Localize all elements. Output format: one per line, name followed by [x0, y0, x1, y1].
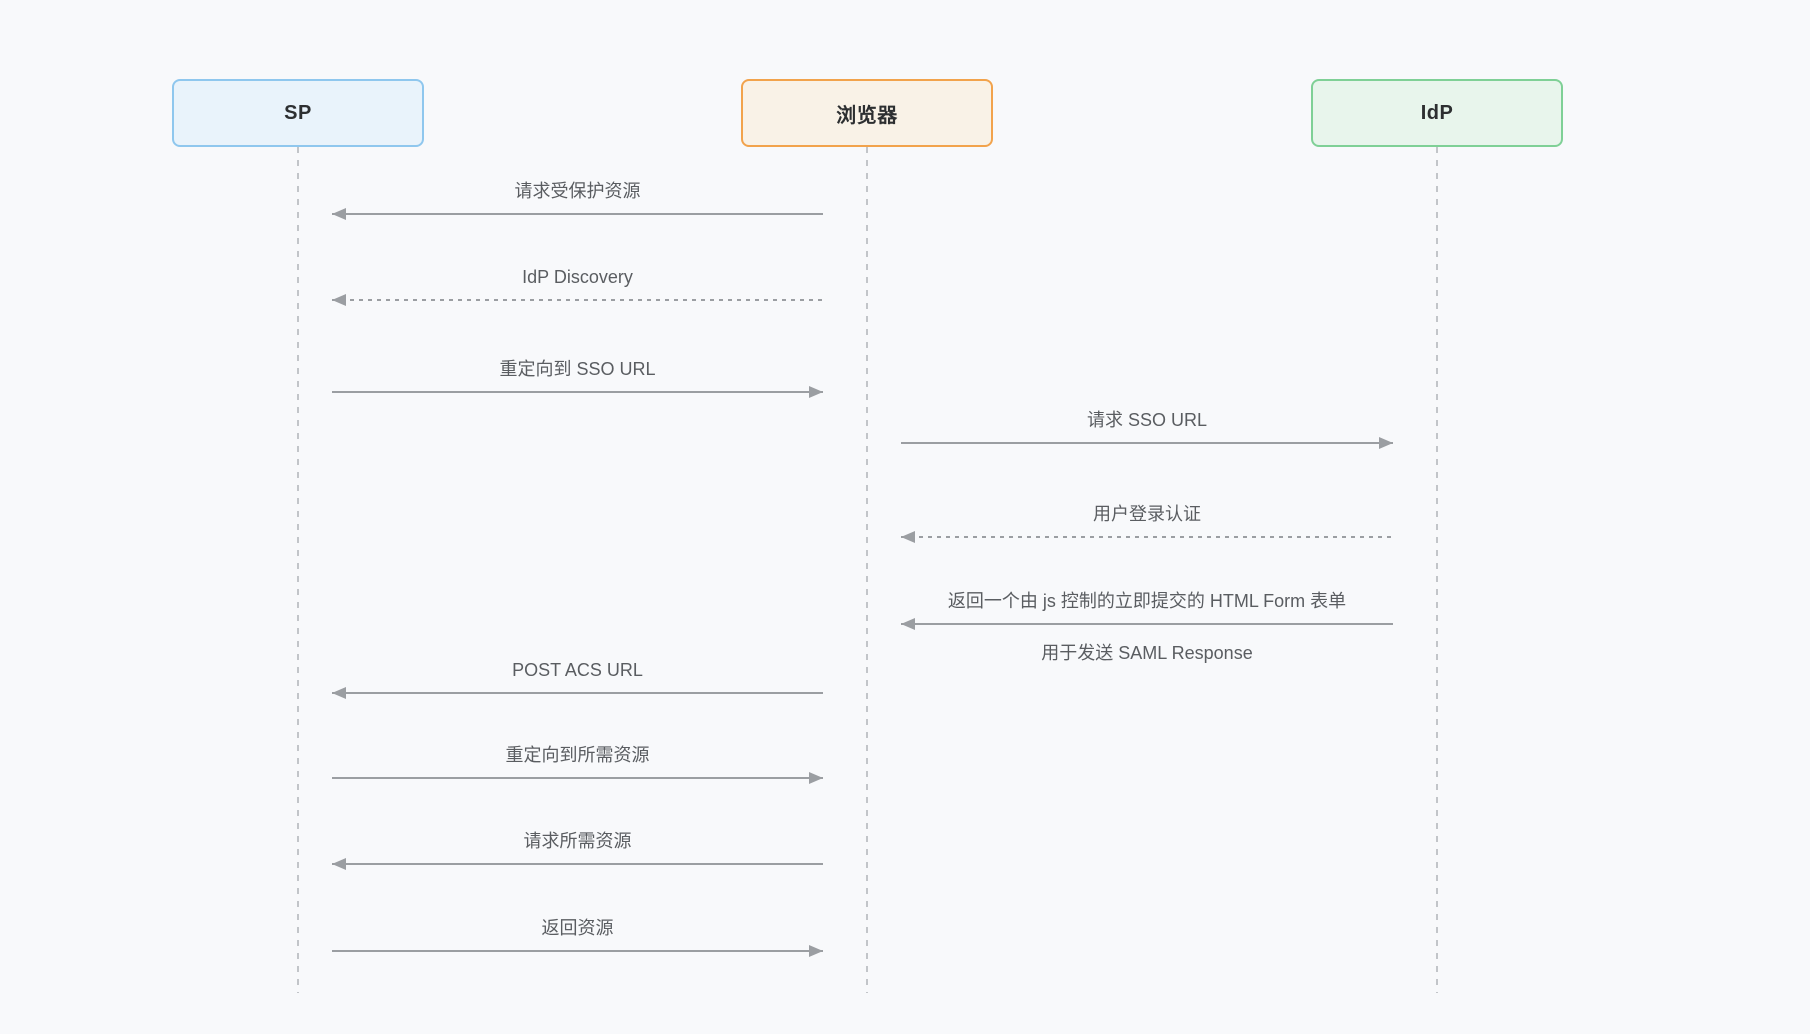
arrowhead-right-icon — [809, 772, 823, 784]
message-label: 返回一个由 js 控制的立即提交的 HTML Form 表单 — [947, 591, 1347, 611]
message-sublabel: 用于发送 SAML Response — [1041, 643, 1253, 663]
message-arrow-line — [332, 772, 823, 784]
message-arrow-line — [332, 386, 823, 398]
message-row: 返回一个由 js 控制的立即提交的 HTML Form 表单 用于发送 SAML… — [901, 586, 1393, 670]
message-label: 请求受保护资源 — [514, 181, 641, 201]
arrowhead-left-icon — [332, 687, 346, 699]
actor-label-browser: 浏览器 — [836, 104, 898, 127]
message-label: 请求所需资源 — [523, 831, 632, 851]
message-arrow-line — [332, 208, 823, 220]
message-arrow-line — [901, 437, 1393, 449]
message-row: POST ACS URL — [332, 655, 823, 739]
arrowhead-left-icon — [332, 858, 346, 870]
arrowhead-right-icon — [1379, 437, 1393, 449]
actor-label-sp: SP — [284, 101, 312, 124]
message-row: 重定向到所需资源 — [332, 740, 823, 824]
arrowhead-left-icon — [901, 531, 915, 543]
arrowhead-left-icon — [332, 294, 346, 306]
actor-box-browser: 浏览器 — [741, 79, 993, 147]
message-label: 用户登录认证 — [1093, 504, 1201, 524]
message-row: 用户登录认证 — [901, 499, 1393, 583]
message-arrow-line — [332, 687, 823, 699]
message-arrow-line — [332, 858, 823, 870]
message-label: 重定向到所需资源 — [505, 745, 650, 765]
arrowhead-right-icon — [809, 386, 823, 398]
message-row: 返回资源 — [332, 913, 823, 997]
message-label: 返回资源 — [541, 918, 614, 938]
message-arrow-line — [332, 294, 823, 306]
message-arrow-line — [901, 531, 1393, 543]
arrowhead-left-icon — [332, 208, 346, 220]
message-label: POST ACS URL — [512, 660, 643, 680]
message-row: 请求 SSO URL — [901, 405, 1393, 489]
message-row: 请求所需资源 — [332, 826, 823, 910]
lifeline-idp — [1436, 147, 1438, 993]
lifeline-sp — [297, 147, 299, 993]
message-label: IdP Discovery — [522, 267, 633, 287]
actor-label-idp: IdP — [1420, 101, 1454, 124]
lifeline-browser — [866, 147, 868, 993]
arrowhead-right-icon — [809, 945, 823, 957]
message-label: 重定向到 SSO URL — [499, 359, 656, 379]
message-row: 重定向到 SSO URL — [332, 354, 823, 438]
arrowhead-left-icon — [901, 618, 915, 630]
actor-box-idp: IdP — [1311, 79, 1563, 147]
message-row: IdP Discovery — [332, 262, 823, 346]
message-arrow-line — [901, 618, 1393, 630]
actor-box-sp: SP — [172, 79, 424, 147]
message-row: 请求受保护资源 — [332, 176, 823, 260]
message-label: 请求 SSO URL — [1086, 410, 1208, 430]
message-arrow-line — [332, 945, 823, 957]
